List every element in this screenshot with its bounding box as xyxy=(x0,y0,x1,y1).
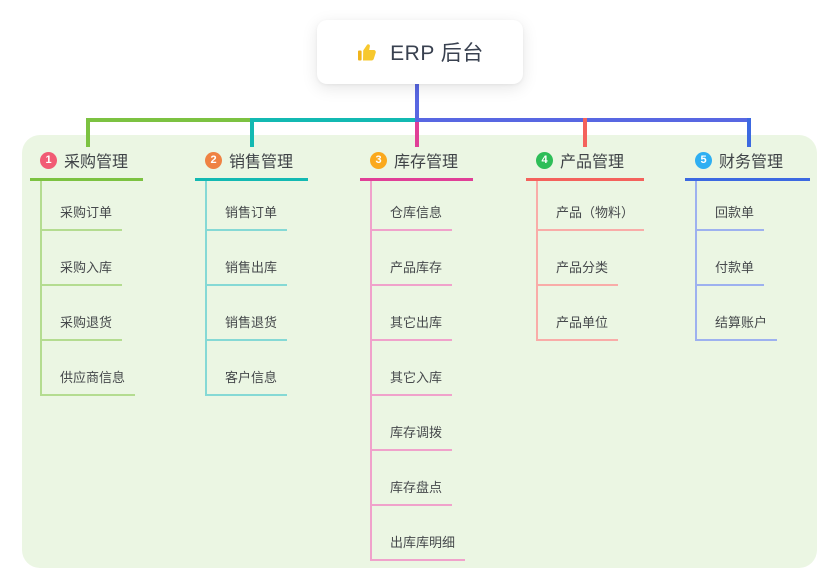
connector-root-line xyxy=(415,84,419,122)
connector-hline-sales xyxy=(250,118,419,122)
branch-finance: 5 财务管理 回款单 付款单 结算账户 xyxy=(685,146,810,341)
mindmap-node[interactable]: 其它入库 xyxy=(372,341,453,396)
branch-title-product[interactable]: 4 产品管理 xyxy=(526,146,645,181)
root-node-erp[interactable]: ERP 后台 xyxy=(317,20,523,84)
mindmap-node[interactable]: 销售退货 xyxy=(207,286,288,341)
branch-procurement: 1 采购管理 采购订单 采购入库 采购退货 供应商信息 xyxy=(30,146,143,396)
mindmap-node[interactable]: 回款单 xyxy=(697,181,765,231)
branch-children: 销售订单 销售出库 销售退货 客户信息 xyxy=(205,181,288,396)
branch-badge: 4 xyxy=(536,151,553,169)
branch-label: 库存管理 xyxy=(394,154,459,171)
mindmap-node[interactable]: 库存调拨 xyxy=(372,396,453,451)
branch-children: 仓库信息 产品库存 其它出库 其它入库 库存调拨 库存盘点 出库库明细 xyxy=(370,181,466,561)
branch-badge: 3 xyxy=(370,151,387,169)
mindmap-node[interactable]: 采购订单 xyxy=(42,181,123,231)
mindmap-node[interactable]: 采购入库 xyxy=(42,231,123,286)
thumbs-up-icon xyxy=(356,40,380,64)
mindmap-canvas xyxy=(22,135,817,568)
mindmap-node[interactable]: 客户信息 xyxy=(207,341,288,396)
mindmap-node[interactable]: 产品（物料） xyxy=(538,181,645,231)
mindmap-node[interactable]: 产品单位 xyxy=(538,286,619,341)
branch-title-procurement[interactable]: 1 采购管理 xyxy=(30,146,143,181)
branch-badge: 2 xyxy=(205,151,222,169)
branch-label: 采购管理 xyxy=(64,154,129,171)
branch-sales: 2 销售管理 销售订单 销售出库 销售退货 客户信息 xyxy=(195,146,308,396)
mindmap-node[interactable]: 销售订单 xyxy=(207,181,288,231)
mindmap-node[interactable]: 产品库存 xyxy=(372,231,453,286)
mindmap-node[interactable]: 销售出库 xyxy=(207,231,288,286)
connector-drop-inventory xyxy=(415,120,419,147)
branch-label: 财务管理 xyxy=(719,154,784,171)
connector-drop-finance xyxy=(747,118,751,147)
mindmap-node[interactable]: 产品分类 xyxy=(538,231,619,286)
mindmap-node[interactable]: 库存盘点 xyxy=(372,451,453,506)
mindmap-node[interactable]: 结算账户 xyxy=(697,286,778,341)
mindmap-node[interactable]: 付款单 xyxy=(697,231,765,286)
branch-title-finance[interactable]: 5 财务管理 xyxy=(685,146,810,181)
branch-children: 采购订单 采购入库 采购退货 供应商信息 xyxy=(40,181,136,396)
connector-drop-procurement xyxy=(86,118,90,147)
mindmap-node[interactable]: 供应商信息 xyxy=(42,341,136,396)
root-node-label: ERP 后台 xyxy=(390,42,484,65)
mindmap-node[interactable]: 仓库信息 xyxy=(372,181,453,231)
branch-title-sales[interactable]: 2 销售管理 xyxy=(195,146,308,181)
branch-badge: 5 xyxy=(695,151,712,169)
mindmap-node[interactable]: 采购退货 xyxy=(42,286,123,341)
branch-children: 产品（物料） 产品分类 产品单位 xyxy=(536,181,645,341)
branch-label: 产品管理 xyxy=(560,154,625,171)
mindmap-node[interactable]: 出库库明细 xyxy=(372,506,466,561)
connector-hline-procurement xyxy=(86,118,254,122)
branch-title-inventory[interactable]: 3 库存管理 xyxy=(360,146,473,181)
branch-children: 回款单 付款单 结算账户 xyxy=(695,181,778,341)
mindmap-node[interactable]: 其它出库 xyxy=(372,286,453,341)
branch-badge: 1 xyxy=(40,151,57,169)
branch-inventory: 3 库存管理 仓库信息 产品库存 其它出库 其它入库 库存调拨 库存盘点 出库库… xyxy=(360,146,473,561)
branch-label: 销售管理 xyxy=(229,154,294,171)
connector-drop-product xyxy=(583,118,587,147)
connector-drop-sales xyxy=(250,118,254,147)
branch-product: 4 产品管理 产品（物料） 产品分类 产品单位 xyxy=(526,146,645,341)
